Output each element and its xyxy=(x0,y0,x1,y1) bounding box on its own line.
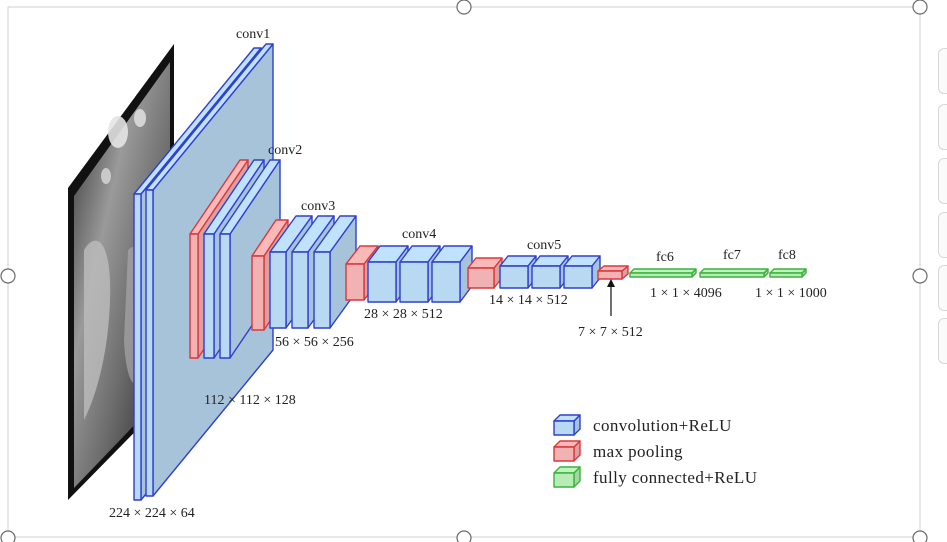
block-pool4-front xyxy=(467,267,495,289)
block-pool4 xyxy=(467,257,503,289)
resize-handle-right[interactable] xyxy=(912,268,928,284)
block-conv5-b-front xyxy=(531,265,561,289)
legend xyxy=(553,414,581,488)
legend-label-fc: fully connected+ReLU xyxy=(593,468,757,487)
block-conv4-a-front xyxy=(367,261,397,303)
side-panel-tab-2[interactable] xyxy=(938,104,947,150)
label-conv5: conv5 xyxy=(527,238,561,253)
label-conv4: conv4 xyxy=(402,227,436,242)
label-conv3: conv3 xyxy=(301,199,335,214)
block-fc7-front xyxy=(699,272,765,278)
label-fc8: fc8 xyxy=(778,248,796,263)
block-conv3-c-front xyxy=(313,251,331,329)
legend-swatch-pool xyxy=(553,440,581,462)
side-panel-tab-3[interactable] xyxy=(938,158,947,204)
side-panel-tab-5[interactable] xyxy=(938,265,947,311)
block-conv3-b-front xyxy=(291,251,309,329)
dim-1000: 1 × 1 × 1000 xyxy=(755,286,827,301)
label-fc7: fc7 xyxy=(723,248,741,263)
dim-7: 7 × 7 × 512 xyxy=(578,325,643,340)
resize-handle-top[interactable] xyxy=(456,0,472,15)
block-pool5-top xyxy=(597,265,629,272)
dim-4096: 1 × 1 × 4096 xyxy=(650,286,722,301)
block-pool5 xyxy=(597,265,629,280)
block-conv4-c xyxy=(431,245,473,303)
legend-label-pool: max pooling xyxy=(593,442,683,461)
resize-handle-left[interactable] xyxy=(0,268,16,284)
resize-handle-bottom-right[interactable] xyxy=(912,530,928,542)
block-fc8-front xyxy=(769,272,803,278)
side-panel-tab-1[interactable] xyxy=(938,48,947,94)
label-fc6: fc6 xyxy=(656,250,674,265)
label-conv1: conv1 xyxy=(236,27,270,42)
block-pool2-front xyxy=(251,255,265,331)
block-fc6-front xyxy=(629,272,693,278)
dim-112: 112 × 112 × 128 xyxy=(204,393,296,408)
block-conv5-a-front xyxy=(499,265,529,289)
dim-56: 56 × 56 × 256 xyxy=(275,335,354,350)
dim-224: 224 × 224 × 64 xyxy=(109,506,195,521)
dim-28: 28 × 28 × 512 xyxy=(364,307,443,322)
legend-swatch-conv-front xyxy=(553,420,575,436)
block-conv5-a xyxy=(499,255,537,289)
block-fc8 xyxy=(769,268,807,278)
block-conv3-a-front xyxy=(269,251,287,329)
dim-14: 14 × 14 × 512 xyxy=(489,293,568,308)
pool5-arrow xyxy=(607,279,615,316)
side-panel-tab-4[interactable] xyxy=(938,212,947,258)
block-fc6 xyxy=(629,268,697,278)
block-conv5-b xyxy=(531,255,569,289)
block-conv5-c-front xyxy=(563,265,593,289)
legend-label-conv: convolution+ReLU xyxy=(593,416,732,435)
resize-handle-top-right[interactable] xyxy=(912,0,928,15)
block-fc7 xyxy=(699,268,769,278)
block-pool1-front xyxy=(189,233,199,359)
network-blocks xyxy=(133,43,807,501)
block-conv5-c xyxy=(563,255,601,289)
legend-swatch-pool-front xyxy=(553,446,575,462)
block-pool5-front xyxy=(597,270,623,280)
side-panel-tab-6[interactable] xyxy=(938,318,947,364)
block-conv2-a-front xyxy=(203,233,215,359)
block-conv1-b-front xyxy=(145,189,154,497)
block-conv2-b-front xyxy=(219,233,231,359)
legend-swatch-fc-front xyxy=(553,472,575,488)
block-pool3-front xyxy=(345,263,365,301)
block-conv4-c-front xyxy=(431,261,461,303)
block-conv4-b-front xyxy=(399,261,429,303)
resize-handle-bottom-left[interactable] xyxy=(0,530,16,542)
resize-handle-bottom[interactable] xyxy=(456,530,472,542)
legend-swatch-conv xyxy=(553,414,581,436)
label-conv2: conv2 xyxy=(268,143,302,158)
legend-swatch-fc xyxy=(553,466,581,488)
block-conv1-a-front xyxy=(133,193,142,501)
